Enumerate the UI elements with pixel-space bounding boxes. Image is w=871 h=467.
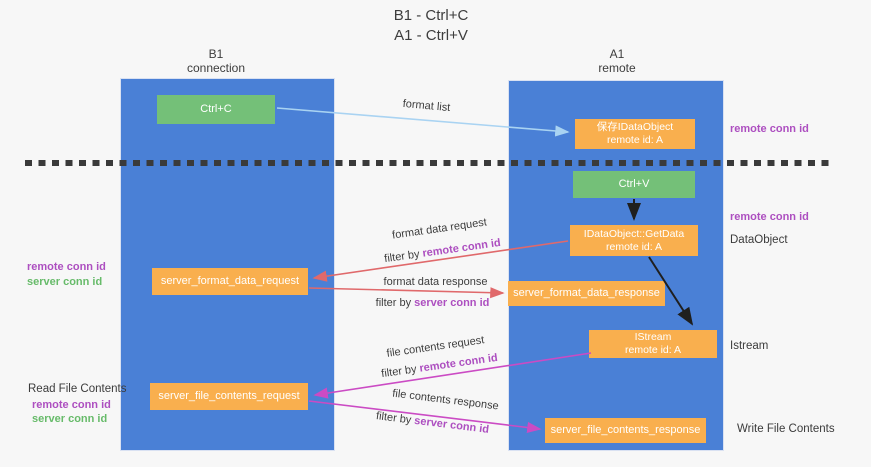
lane-a1-name: A1 (609, 47, 625, 61)
remote-conn-id-key: remote conn id (421, 236, 502, 260)
ctrl-c-label: Ctrl+C (200, 103, 232, 115)
server-conn-id-key: server conn id (413, 414, 490, 436)
filter-by-text: filter by (383, 247, 424, 266)
right-istream-label: Istream (730, 340, 769, 352)
label-format-data-response-filter: filter by server conn id (345, 297, 520, 309)
title-line-1: B1 - Ctrl+C (393, 7, 469, 24)
title-line-2: A1 - Ctrl+V (394, 27, 468, 44)
right-mid-remote-conn-id: remote conn id (730, 211, 809, 223)
node-server-file-contents-response: server_file_contents_response (545, 418, 706, 443)
node-server-format-data-response: server_format_data_response (508, 281, 665, 306)
lane-header-b1: B1 connection (146, 47, 286, 75)
istream-line2: remote id: A (624, 344, 682, 356)
diagram-title: B1 - Ctrl+C A1 - Ctrl+V (331, 6, 531, 46)
getdata-line2: remote id: A (605, 240, 663, 253)
node-ctrl-c: Ctrl+C (157, 95, 275, 124)
lane-b1-name: B1 (208, 47, 224, 61)
istream-line1: IStream (634, 331, 672, 343)
lane-b1-role: connection (186, 61, 246, 75)
filter-by-text: filter by (375, 297, 415, 309)
left-format-server-conn-id: server conn id (27, 276, 103, 288)
format-response-label: server_format_data_response (513, 287, 660, 299)
left-format-remote-conn-id: remote conn id (27, 261, 106, 273)
filter-by-text: filter by (380, 362, 421, 381)
getdata-line1: IDataObject::GetData (583, 227, 685, 240)
right-top-remote-conn-id: remote conn id (730, 123, 809, 135)
lane-a1-role: remote (598, 61, 636, 75)
label-format-list: format list (402, 97, 451, 115)
save-dataobject-line2: remote id: A (606, 134, 664, 146)
file-response-label: server_file_contents_response (550, 424, 701, 436)
right-dataobject-label: DataObject (730, 234, 788, 246)
filter-by-text: filter by (375, 410, 416, 427)
remote-conn-id-key: remote conn id (418, 351, 499, 375)
save-dataobject-line1: 保存IDataObject (596, 121, 674, 133)
node-ctrl-v: Ctrl+V (573, 171, 695, 198)
format-data-response-arrow (308, 287, 505, 299)
lane-header-a1: A1 remote (547, 47, 687, 75)
file-request-label: server_file_contents_request (158, 390, 300, 402)
format-request-label: server_format_data_request (160, 275, 300, 287)
right-write-file-contents: Write File Contents (737, 423, 835, 435)
node-server-file-contents-request: server_file_contents_request (150, 383, 308, 410)
node-save-dataobject: 保存IDataObject remote id: A (575, 119, 695, 149)
server-conn-id-key: server conn id (414, 297, 490, 309)
label-format-data-response: format data response (383, 276, 488, 288)
node-istream: IStream remote id: A (589, 330, 717, 358)
node-idataobject-getdata: IDataObject::GetData remote id: A (570, 225, 698, 256)
left-file-remote-conn-id: remote conn id (32, 399, 111, 411)
left-read-file-contents: Read File Contents (28, 383, 127, 395)
ctrl-v-label: Ctrl+V (618, 178, 650, 190)
node-server-format-data-request: server_format_data_request (152, 268, 308, 295)
left-file-server-conn-id: server conn id (32, 413, 108, 425)
